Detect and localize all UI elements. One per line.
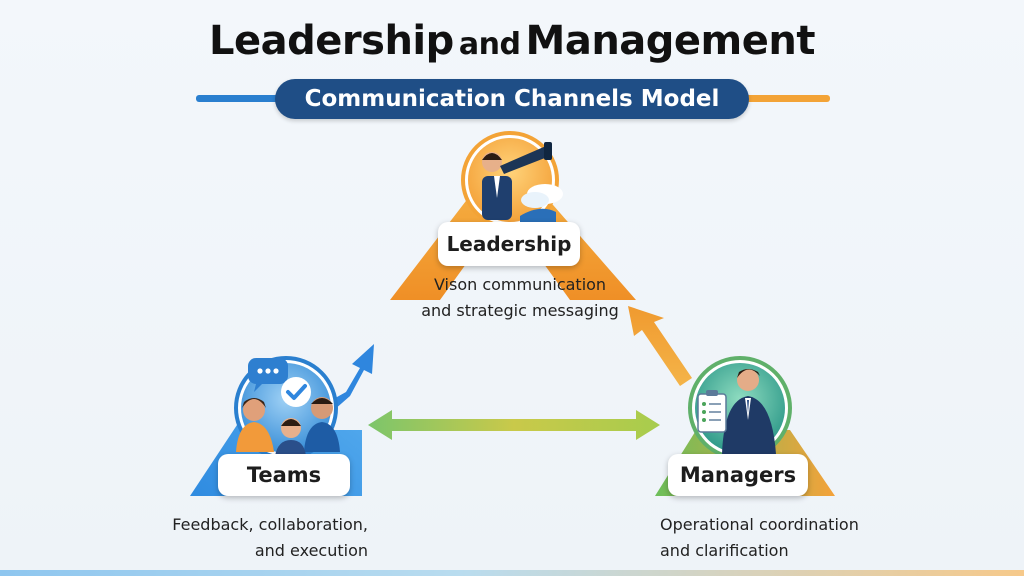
managers-description: Operational coordination and clarificati…	[660, 515, 859, 560]
growth-arrow	[328, 344, 374, 410]
teams-description: Feedback, collaboration, and execution	[172, 515, 368, 560]
team-chat-icon	[234, 356, 340, 460]
leadership-label: Leadership	[438, 222, 580, 266]
teams-label: Teams	[218, 454, 350, 496]
executive-with-telescope-icon	[461, 131, 563, 229]
title-leadership: Leadership	[209, 18, 454, 64]
title-management: Management	[525, 18, 816, 64]
managers-label: Managers	[668, 454, 808, 496]
subtitle-accent-right	[744, 95, 830, 102]
manager-with-checklist-icon	[688, 356, 792, 460]
leadership-description: Vison communication and strategic messag…	[421, 275, 619, 320]
subtitle-banner: Communication Channels Model	[275, 79, 749, 119]
double-arrow-teams-managers	[368, 410, 660, 440]
bottom-accent-strip	[0, 570, 1024, 576]
title-connector: and	[458, 27, 521, 62]
arrow-managers-to-leadership	[628, 306, 692, 386]
page-title: Leadership and Management	[0, 18, 1024, 64]
subtitle-accent-left	[196, 95, 280, 102]
